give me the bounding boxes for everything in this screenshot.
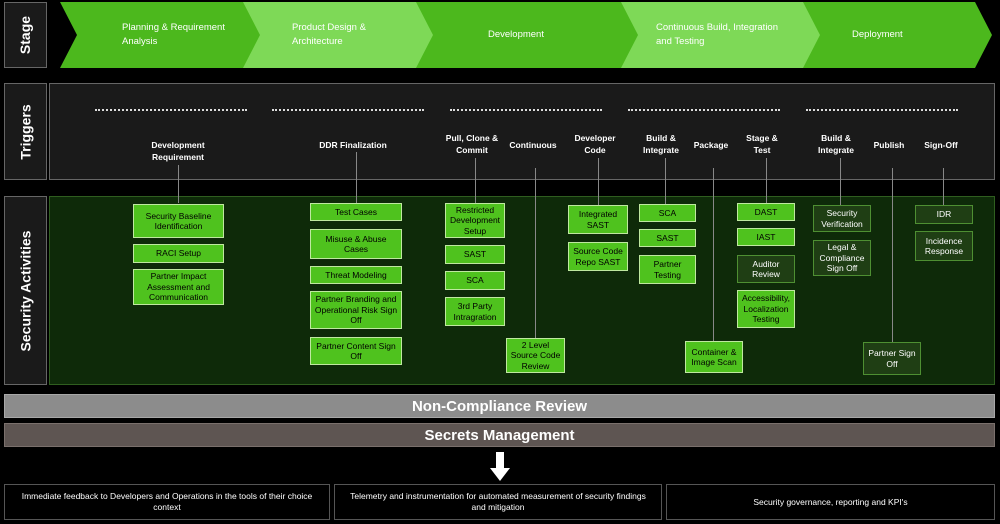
outcome-governance: Security governance, reporting and KPI's bbox=[666, 484, 995, 520]
security-activities-row-label: Security Activities bbox=[4, 196, 47, 385]
activity-box: Security Verification bbox=[813, 205, 871, 232]
down-arrow-icon bbox=[490, 452, 510, 481]
activity-box: Legal & Compliance Sign Off bbox=[813, 240, 871, 276]
activity-box: SAST bbox=[639, 229, 696, 247]
activity-box: Misuse & Abuse Cases bbox=[310, 229, 402, 259]
activity-box: Restricted Development Setup bbox=[445, 203, 505, 238]
stage-chevron-development bbox=[416, 2, 640, 68]
connector-line bbox=[840, 158, 841, 205]
activity-box: Integrated SAST bbox=[568, 205, 628, 234]
activity-box: Partner Branding and Operational Risk Si… bbox=[310, 291, 402, 329]
stage-development: Development bbox=[488, 29, 544, 40]
activity-box: RACI Setup bbox=[133, 244, 224, 263]
activity-box: Container & Image Scan bbox=[685, 341, 743, 373]
connector-line bbox=[356, 152, 357, 203]
connector-line bbox=[665, 158, 666, 204]
activity-box: Source Code Repo SAST bbox=[568, 242, 628, 271]
connector-line bbox=[892, 168, 893, 342]
triggers-panel bbox=[49, 83, 995, 180]
trigger-stage-test: Stage &Test bbox=[746, 133, 778, 155]
trigger-ddr-finalization: DDR Finalization bbox=[319, 140, 387, 150]
trigger-package: Package bbox=[693, 140, 729, 150]
activity-box: SCA bbox=[639, 204, 696, 222]
activity-box: 3rd Party Intragration bbox=[445, 297, 505, 326]
activity-box: Partner Testing bbox=[639, 255, 696, 284]
activity-box: Test Cases bbox=[310, 203, 402, 221]
stage-chevron-ci bbox=[621, 2, 822, 68]
trigger-pull-clone-commit: Pull, Clone &Commit bbox=[445, 133, 499, 155]
stage-row-label: Stage bbox=[4, 2, 47, 68]
dots-design bbox=[272, 109, 424, 111]
activity-box: Threat Modeling bbox=[310, 266, 402, 284]
non-compliance-review-bar: Non-Compliance Review bbox=[4, 394, 995, 418]
stage-chevron-deployment bbox=[803, 2, 992, 68]
activity-box: SCA bbox=[445, 271, 505, 290]
dots-deployment bbox=[806, 109, 958, 111]
activity-box: IAST bbox=[737, 228, 795, 246]
stage-chevrons bbox=[60, 2, 992, 68]
connector-line bbox=[766, 158, 767, 203]
stage-design: Product Design &Architecture bbox=[292, 22, 366, 47]
activity-box: Partner Sign Off bbox=[863, 342, 921, 375]
trigger-build-integrate-ci: Build &Integrate bbox=[643, 133, 679, 155]
connector-line bbox=[535, 168, 536, 338]
activity-box: DAST bbox=[737, 203, 795, 221]
activity-box: Incidence Response bbox=[915, 231, 973, 261]
triggers-row-label: Triggers bbox=[4, 83, 47, 180]
outcome-feedback: Immediate feedback to Developers and Ope… bbox=[4, 484, 330, 520]
stage-chevron-design bbox=[243, 2, 435, 68]
dots-planning bbox=[95, 109, 247, 111]
outcome-telemetry: Telemetry and instrumentation for automa… bbox=[334, 484, 662, 520]
connector-line bbox=[943, 168, 944, 205]
dots-ci bbox=[628, 109, 780, 111]
secrets-management-bar: Secrets Management bbox=[4, 423, 995, 447]
activity-box: Security Baseline Identification bbox=[133, 204, 224, 238]
connector-line bbox=[713, 168, 714, 341]
activity-box: Accessibility, Localization Testing bbox=[737, 290, 795, 328]
trigger-publish: Publish bbox=[873, 140, 905, 150]
trigger-sign-off: Sign-Off bbox=[924, 140, 958, 150]
connector-line bbox=[598, 158, 599, 205]
connector-line bbox=[178, 165, 179, 203]
stage-chevron-planning bbox=[60, 2, 262, 68]
activity-box: Auditor Review bbox=[737, 255, 795, 283]
trigger-build-integrate-deploy: Build &Integrate bbox=[818, 133, 854, 155]
activity-box: IDR bbox=[915, 205, 973, 224]
activity-box: SAST bbox=[445, 245, 505, 264]
trigger-continuous: Continuous bbox=[509, 140, 557, 150]
activity-box: Partner Content Sign Off bbox=[310, 337, 402, 365]
connector-line bbox=[475, 158, 476, 203]
activity-box: 2 Level Source Code Review bbox=[506, 338, 565, 373]
activity-box: Partner Impact Assessment and Communicat… bbox=[133, 269, 224, 305]
dots-development bbox=[450, 109, 602, 111]
stage-deployment: Deployment bbox=[852, 29, 903, 40]
